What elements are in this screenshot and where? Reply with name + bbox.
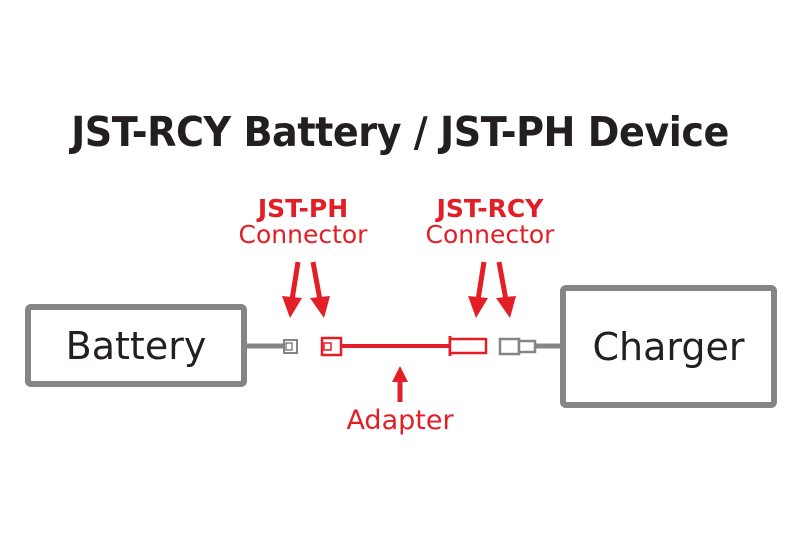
battery-label: Battery	[65, 323, 207, 368]
adapter-jst-rcy-end	[448, 337, 488, 355]
adapter-arrow	[392, 366, 408, 402]
arrow-head	[468, 296, 488, 318]
arrow-line	[289, 261, 301, 301]
arrow-line	[310, 261, 323, 301]
battery-jst-ph-plug	[283, 339, 298, 354]
arrow-head	[392, 366, 408, 382]
jst-ph-connector-label: JST-PH Connector	[218, 194, 388, 250]
jst-rcy-label: JST-RCY	[436, 194, 544, 223]
charger-jst-rcy-plug	[498, 337, 537, 356]
arrow-line	[475, 261, 487, 301]
charger-label: Charger	[592, 324, 745, 369]
adapter-label: Adapter	[346, 405, 454, 436]
jst-ph-label: JST-PH	[257, 194, 349, 223]
arrow-head	[496, 296, 516, 318]
jst-ph-arrows	[282, 261, 330, 318]
jst-rcy-sub-label: Connector	[425, 220, 555, 250]
jst-rcy-arrows	[468, 261, 516, 318]
arrow-head	[282, 296, 302, 318]
charger-box: Charger	[560, 285, 777, 408]
jst-rcy-connector-label: JST-RCY Connector	[405, 194, 575, 250]
arrow-line	[496, 261, 509, 301]
jst-ph-sub-label: Connector	[238, 220, 368, 250]
battery-box: Battery	[25, 304, 247, 387]
diagram-title: JST-RCY Battery / JST-PH Device	[71, 108, 729, 156]
arrow-head	[310, 296, 330, 318]
adapter-cable	[320, 336, 488, 357]
